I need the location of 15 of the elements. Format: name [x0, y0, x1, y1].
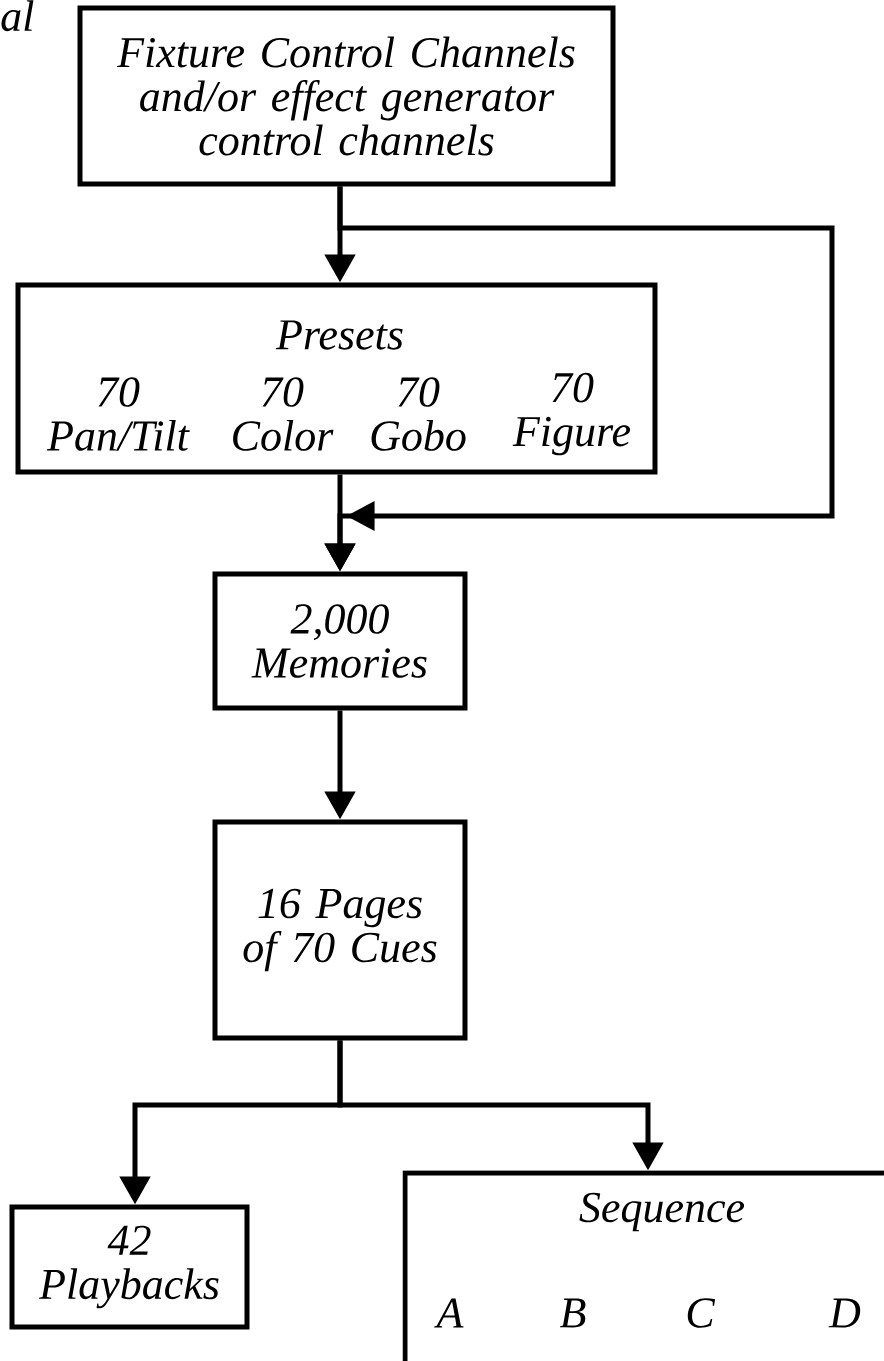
box-label: 70 Gobo — [371, 377, 466, 451]
box-label: C — [687, 1298, 716, 1328]
box-label: 70 Pan/Tilt — [46, 377, 190, 451]
text-fragment: al — [1, 0, 34, 32]
box-label: 70 Color — [233, 377, 334, 451]
box-label: A — [434, 1298, 464, 1328]
box-heading: Presets — [275, 320, 403, 350]
process-box: Fixture Control Channels and/or effect generator control channels — [77, 5, 616, 187]
box-label: D — [828, 1298, 861, 1328]
box-label: B — [559, 1298, 586, 1328]
box-label: 70 Figure — [512, 372, 631, 456]
box-heading: Sequence — [579, 1192, 745, 1232]
process-box: 2,000 Memories — [212, 571, 468, 711]
process-box: 42 Playbacks — [9, 1204, 250, 1330]
process-box: 16 Pages of 70 Cues — [212, 819, 468, 1041]
